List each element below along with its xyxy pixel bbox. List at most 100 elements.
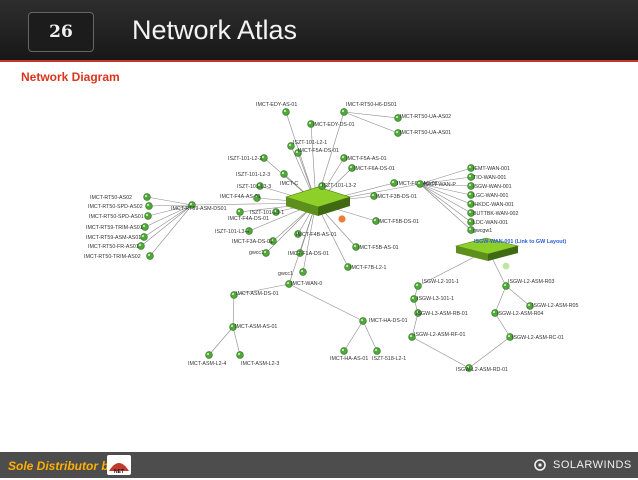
network-node[interactable]: ISGW-L3-101-1 bbox=[410, 295, 454, 303]
node-label: IMCT-F4B-AS-01 bbox=[296, 232, 337, 238]
network-node[interactable]: gwcgw1 bbox=[467, 226, 493, 234]
network-node[interactable]: IMCT-HA-AS-01 bbox=[330, 347, 368, 362]
node-highlight bbox=[144, 194, 148, 198]
node-label: IMCT-RT50-SPD-AS02 bbox=[88, 204, 143, 210]
network-node[interactable]: IHKDC-WAN-001 bbox=[467, 200, 514, 208]
network-node[interactable]: ISGW-L2-101-1 bbox=[414, 279, 459, 290]
link-line bbox=[362, 320, 378, 352]
node-label: ISZT-101-L2-3 bbox=[236, 172, 270, 178]
network-node[interactable]: ISZT-101-L3-1 bbox=[250, 208, 284, 216]
network-node[interactable]: ISZT-101-L2-2 bbox=[228, 154, 268, 162]
network-node[interactable]: IMCT-WAN-0 bbox=[285, 280, 323, 288]
node-label: gwcgw1 bbox=[473, 228, 492, 234]
network-node[interactable]: ISZT-101-L3-2 bbox=[318, 182, 357, 190]
node-label: IMCT-F1A-DS-01 bbox=[288, 251, 329, 257]
gateway-link-label[interactable]: ISGW-WAN-001 (Link to GW Layout) bbox=[474, 239, 566, 245]
network-node[interactable]: ISZT-518-L2-1 bbox=[372, 347, 406, 362]
node-label: ISZT-101-L3-2 bbox=[322, 183, 356, 189]
network-node[interactable]: gwcc1 bbox=[249, 249, 270, 257]
network-node[interactable]: IMCT-RT50-SPD-AS01 bbox=[89, 212, 152, 220]
network-node[interactable]: IMCT-WAN-P bbox=[416, 180, 457, 188]
node-status-icon bbox=[236, 208, 244, 216]
node-label: IMCT-HA-DS-01 bbox=[369, 318, 408, 324]
network-node[interactable]: ISGW-L2-ASM-R04 bbox=[491, 309, 544, 317]
network-node[interactable]: IMCT-F4B-AS-01 bbox=[294, 230, 337, 238]
node-label: BUTTBK-WAN-002 bbox=[473, 211, 518, 217]
network-node[interactable]: ISZT-101-L3-3 bbox=[237, 182, 271, 190]
footer-bar: Sole Distributor by NET SOLARWINDS bbox=[0, 452, 638, 478]
network-node[interactable]: IMCT-RT50-UA-AS02 bbox=[394, 114, 452, 122]
solarwinds-brand: SOLARWINDS bbox=[553, 459, 632, 471]
link-line bbox=[419, 183, 472, 205]
network-node[interactable]: gwcc1 bbox=[278, 268, 307, 277]
network-node[interactable]: TIO-WAN-001 bbox=[467, 173, 507, 181]
node-status-icon bbox=[282, 108, 290, 116]
network-node[interactable]: IMCT-ASM-L2-3 bbox=[236, 351, 280, 367]
node-highlight bbox=[246, 228, 250, 232]
network-node[interactable]: IMCT-F3A-DS-01 bbox=[232, 237, 277, 245]
network-node[interactable]: IMCT-RT50-TRIM-AS02 bbox=[84, 252, 154, 260]
network-node[interactable]: IMCT-F5B-AS-01 bbox=[352, 243, 399, 251]
network-node[interactable]: IMCT-RT59-TRIM-AS01 bbox=[86, 223, 149, 231]
node-highlight bbox=[374, 348, 378, 352]
node-status-icon bbox=[145, 202, 153, 210]
network-node[interactable]: IMCT-F6A-DS-01 bbox=[348, 164, 395, 172]
network-node[interactable]: IMCT-RT50-SPD-AS02 bbox=[88, 202, 153, 210]
network-node[interactable]: IMCT-RT50-FR-AS01 bbox=[88, 242, 145, 250]
network-node[interactable]: IMCT-F4A-AS-01 bbox=[220, 194, 261, 202]
node-label: IMCT-RT50-SPD-AS01 bbox=[89, 214, 144, 220]
node-highlight bbox=[527, 303, 531, 307]
network-node[interactable]: IMCT-EDY-AS-01 bbox=[256, 102, 297, 116]
node-highlight bbox=[373, 218, 377, 222]
network-node[interactable]: LGC-WAN-001 bbox=[467, 191, 509, 199]
network-node[interactable]: ISGW-L2-ASM-R03 bbox=[502, 279, 555, 290]
header-divider bbox=[0, 60, 638, 62]
link-line bbox=[285, 111, 317, 204]
network-node[interactable]: ISGW-L2-ASM-RD-01 bbox=[456, 364, 508, 373]
slide-title: Network Atlas bbox=[132, 15, 298, 45]
network-node[interactable]: IMCT-ASM-DS-01 bbox=[230, 291, 279, 299]
node-label: gwcc1 bbox=[249, 250, 264, 256]
network-node[interactable]: ISZT-101-L2-3 bbox=[236, 170, 288, 178]
network-node[interactable]: IMCT-F4A-DS-01 bbox=[228, 208, 269, 222]
network-node[interactable]: IMCT-RT59-ASM-DS01 bbox=[171, 201, 227, 212]
network-node[interactable]: IMCT-F1A-DS-01 bbox=[288, 249, 329, 257]
node-status-icon bbox=[143, 193, 151, 201]
network-node[interactable]: ISGW-L2-ASM-RC-01 bbox=[506, 333, 564, 341]
link-line bbox=[232, 294, 235, 328]
core-switch[interactable]: IMCT-C bbox=[280, 181, 352, 223]
network-node[interactable]: ISZT-101-L2-1 bbox=[287, 140, 328, 150]
network-node[interactable]: IMCT-RT50-AS02 bbox=[90, 193, 151, 201]
network-node[interactable]: ISGW-L3-ASM-RB-01 bbox=[414, 309, 468, 317]
diagram-subtitle: Network Diagram bbox=[21, 70, 120, 84]
network-node[interactable]: IMCT-ASM-AS-01 bbox=[229, 323, 278, 331]
gateway-switch[interactable]: ISGW-WAN-001 (Link to GW Layout) bbox=[454, 237, 566, 270]
network-node[interactable]: BUTTBK-WAN-002 bbox=[467, 209, 519, 217]
network-node[interactable]: IMCT-ASM-L2-4 bbox=[188, 351, 226, 367]
node-label: IMCT-EDY-DS-01 bbox=[313, 122, 355, 128]
network-node[interactable]: IMCT-F5A-DS-01 bbox=[294, 148, 339, 157]
network-node[interactable]: IMCT-F5A-AS-01 bbox=[340, 154, 387, 162]
node-label: IMCT-RT59-TRIM-AS01 bbox=[86, 225, 143, 231]
network-node[interactable]: IMCT-F5B-DS-01 bbox=[372, 217, 419, 225]
node-highlight bbox=[468, 210, 472, 214]
network-node[interactable]: IMCT-EDY-DS-01 bbox=[307, 120, 355, 128]
network-node[interactable]: ISGW-L2-ASM-R05 bbox=[526, 302, 579, 310]
network-node[interactable]: IMCT-RT59-ASM-AS01 bbox=[86, 233, 148, 241]
network-node[interactable]: LDC-WAN-001 bbox=[467, 218, 509, 226]
link-line bbox=[494, 312, 511, 338]
network-node[interactable]: IMCT-F7B-L2-1 bbox=[344, 263, 387, 271]
network-node[interactable]: ISZT-101-L3-4 bbox=[215, 227, 253, 235]
network-node[interactable]: ISGW-WAN-001 bbox=[467, 182, 512, 190]
node-highlight bbox=[254, 195, 258, 199]
link-line bbox=[144, 204, 193, 228]
network-node[interactable]: ISGW-L2-ASM-RF-01 bbox=[408, 332, 466, 341]
node-label: ISGW-L2-ASM-RF-01 bbox=[414, 332, 465, 338]
node-highlight bbox=[281, 171, 285, 175]
network-node[interactable]: IMCT-RT50-UA-AS01 bbox=[394, 129, 452, 137]
network-node[interactable]: IMCT-RT50-H6-DS01 bbox=[340, 102, 397, 116]
network-node[interactable]: IMCT-F3B-DS-01 bbox=[370, 192, 417, 200]
node-highlight bbox=[237, 352, 241, 356]
network-node[interactable]: IMCT-HA-DS-01 bbox=[359, 317, 408, 325]
network-node[interactable]: IEMT-WAN-001 bbox=[467, 164, 510, 172]
